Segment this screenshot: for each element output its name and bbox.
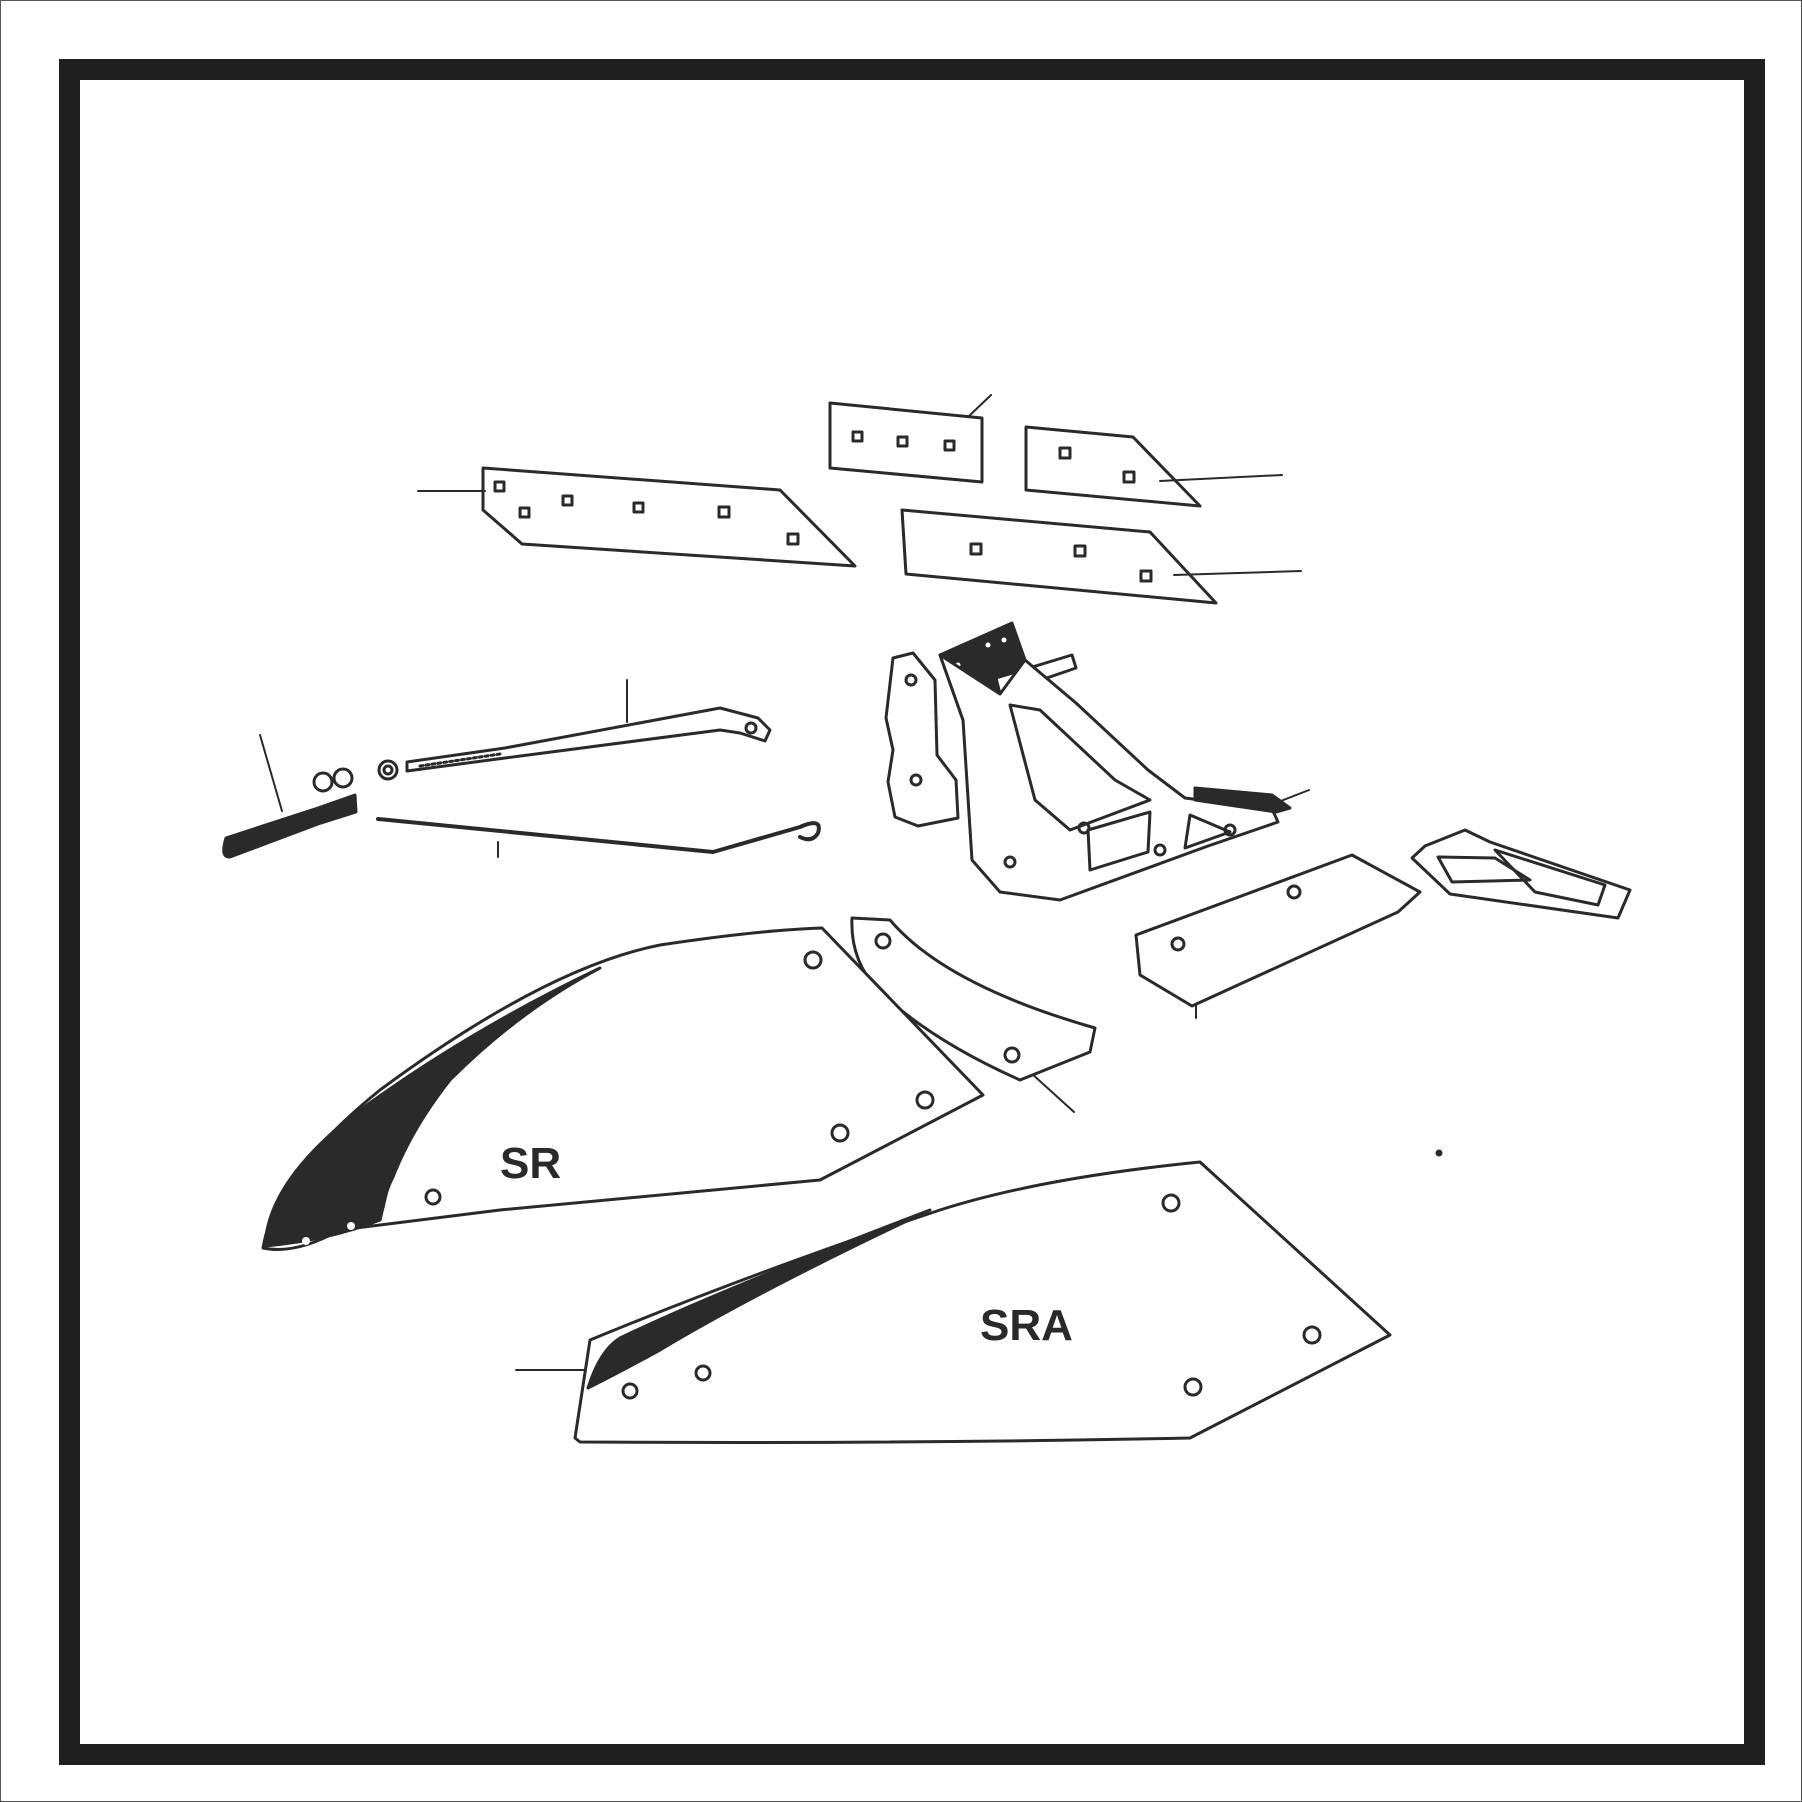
share-point-top-right [1024,425,1202,508]
small-share-plate [828,401,984,484]
label-sr: SR [500,1139,561,1188]
tie-rod [405,706,772,773]
leader-lines [259,394,1310,1371]
long-share-left [481,466,857,568]
hook-rod [376,817,821,854]
long-share-right [900,508,1218,605]
stray-mark [1435,1149,1443,1157]
diagram-frame [59,59,1765,1765]
moldboard-sr [261,926,985,1252]
frog-frame [884,621,1292,902]
landside-bracket [222,759,399,859]
moldboard-sra [573,1160,1392,1444]
point-piece [1410,828,1632,920]
wing-share-bar [1134,853,1422,1008]
label-sra: SRA [980,1301,1073,1350]
